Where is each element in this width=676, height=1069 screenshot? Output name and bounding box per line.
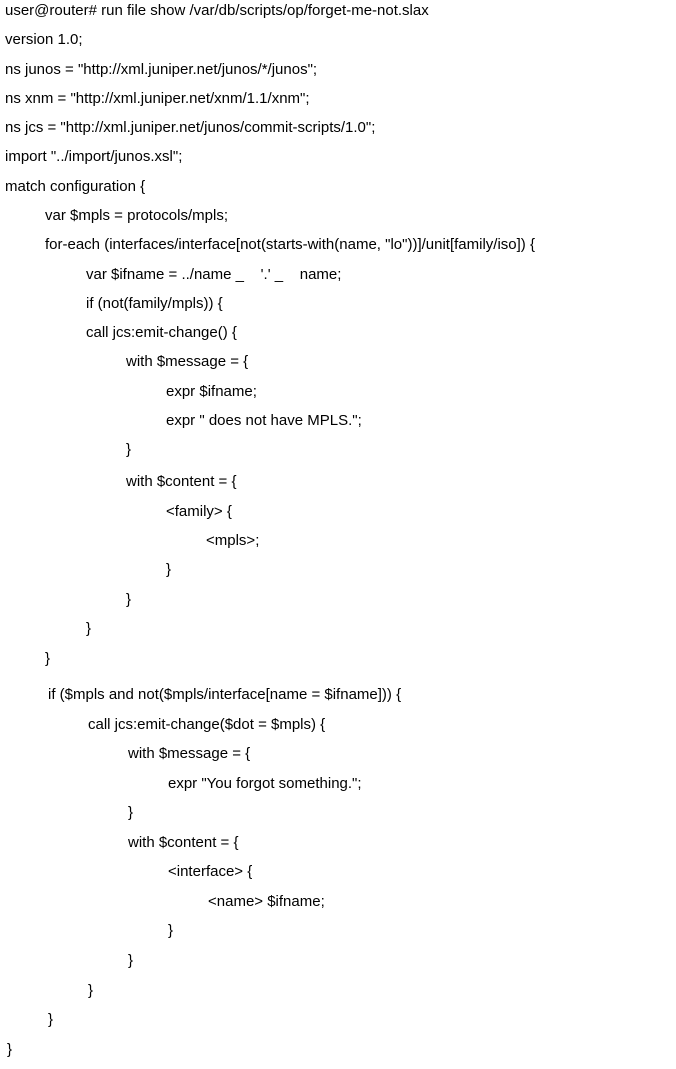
code-line: ns junos = "http://xml.juniper.net/junos… (5, 61, 318, 78)
code-line: } (166, 561, 172, 578)
code-line: expr $ifname; (166, 383, 257, 400)
code-line: } (128, 952, 134, 969)
code-line: expr " does not have MPLS."; (166, 412, 362, 429)
code-line: <mpls>; (206, 532, 260, 549)
code-line: } (45, 650, 51, 667)
code-line: var $mpls = protocols/mpls; (45, 207, 228, 224)
code-line: } (126, 441, 132, 458)
code-line: } (48, 1011, 54, 1028)
code-line: if ($mpls and not($mpls/interface[name =… (48, 686, 402, 703)
code-line: ns xnm = "http://xml.juniper.net/xnm/1.1… (5, 90, 310, 107)
code-line: } (126, 591, 132, 608)
code-line: match configuration { (5, 178, 146, 195)
code-line: ns jcs = "http://xml.juniper.net/junos/c… (5, 119, 376, 136)
code-line: <interface> { (168, 863, 253, 880)
code-line: with $content = { (128, 834, 239, 851)
code-line: <name> $ifname; (208, 893, 325, 910)
code-line: var $ifname = ../name _ '.' _ name; (86, 266, 342, 283)
code-line: with $message = { (126, 353, 249, 370)
code-line: if (not(family/mpls)) { (86, 295, 223, 312)
code-line: version 1.0; (5, 31, 83, 48)
code-line: call jcs:emit-change($dot = $mpls) { (88, 716, 326, 733)
code-line: } (86, 620, 92, 637)
code-line: for-each (interfaces/interface[not(start… (45, 236, 535, 253)
code-line: expr "You forgot something."; (168, 775, 362, 792)
code-line: } (168, 922, 174, 939)
command-line: user@router# run file show /var/db/scrip… (5, 2, 429, 19)
code-line: with $message = { (128, 745, 251, 762)
code-line: import "../import/junos.xsl"; (5, 148, 183, 165)
code-line: call jcs:emit-change() { (86, 324, 237, 341)
code-line: with $content = { (126, 473, 237, 490)
code-line: } (88, 982, 94, 999)
code-line: } (128, 804, 134, 821)
code-line: <family> { (166, 503, 232, 520)
code-line: } (7, 1041, 13, 1058)
